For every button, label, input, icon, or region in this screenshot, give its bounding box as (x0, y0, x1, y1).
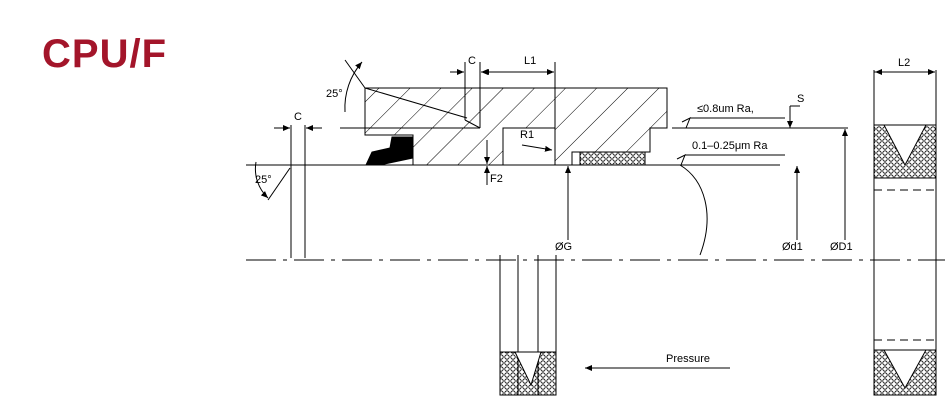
seal-cross-section-bottom (499, 255, 557, 396)
angle-label-top: 25° (326, 88, 343, 100)
dimension-s-label: S (797, 93, 804, 105)
radius-r1-label: R1 (520, 129, 534, 141)
rod-break-curve (679, 164, 708, 256)
angle-label-left: 25° (255, 174, 272, 186)
diameter-d1-small-label: Ød1 (782, 241, 803, 253)
u-seal-profile (365, 136, 414, 166)
length-l2-label: L2 (898, 57, 910, 69)
diameter-d1-large-label: ØD1 (830, 241, 853, 253)
chamfer-label-top: C (468, 55, 476, 67)
rod-roughness-label: 0.1–0.25μm Ra (692, 140, 768, 152)
product-title: CPU/F (42, 32, 167, 76)
pressure-label: Pressure (666, 353, 710, 365)
diameter-g-label: ØG (555, 241, 572, 253)
chamfer-label-left: C (294, 111, 302, 123)
dimension-f2-label: F2 (490, 173, 503, 185)
bore-roughness-label: ≤0.8um Ra, (697, 103, 754, 115)
seal-side-view (873, 69, 937, 396)
length-l1-label: L1 (524, 55, 536, 67)
guide-ring (579, 151, 646, 166)
